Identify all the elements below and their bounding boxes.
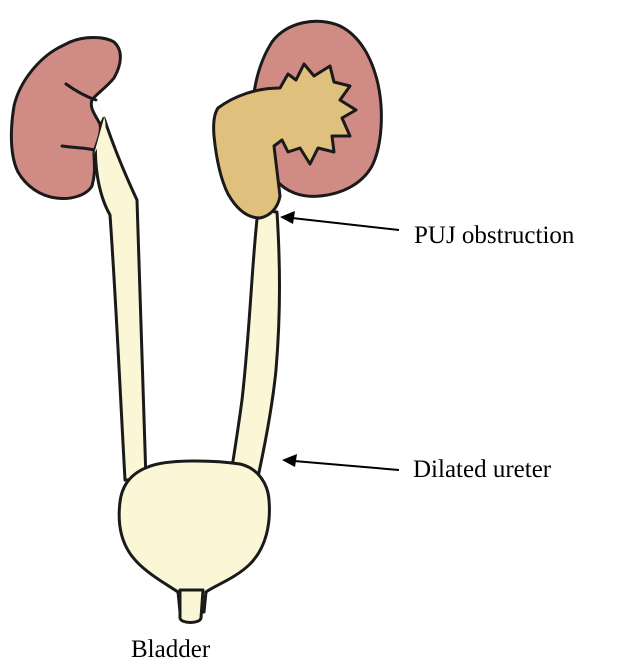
right-ureter-dilated bbox=[230, 210, 280, 486]
left-ureter bbox=[95, 118, 146, 480]
dilated-ureter-label: Dilated ureter bbox=[413, 456, 552, 483]
urethra bbox=[180, 590, 203, 623]
bladder-label: Bladder bbox=[131, 636, 211, 663]
puj-obstruction-label: PUJ obstruction bbox=[414, 222, 575, 249]
ureter-arrow bbox=[282, 454, 399, 470]
puj-arrow bbox=[280, 211, 399, 230]
